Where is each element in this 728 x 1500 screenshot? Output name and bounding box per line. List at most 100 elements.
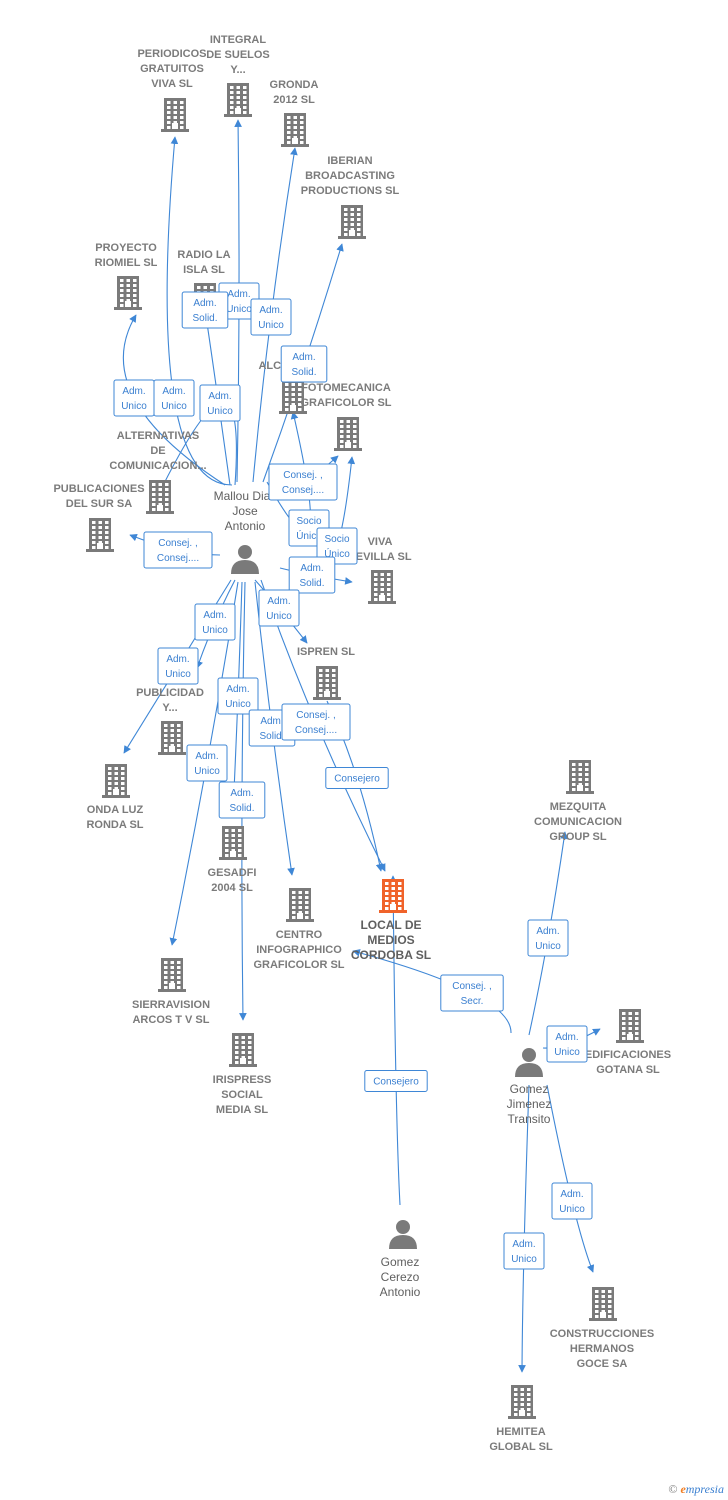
company-label[interactable]: SOCIAL <box>221 1089 263 1101</box>
building-icon[interactable] <box>616 1009 644 1043</box>
company-label[interactable]: DE <box>150 445 165 457</box>
company-label[interactable]: HEMITEA <box>496 1426 546 1438</box>
company-label[interactable]: SIERRAVISION <box>132 999 210 1011</box>
company-label[interactable]: IRISPRESS <box>213 1074 272 1086</box>
edge-label[interactable]: Adm.Unico <box>527 919 569 957</box>
building-icon[interactable] <box>102 764 130 798</box>
edge-label-box[interactable] <box>218 781 266 819</box>
company-label[interactable]: PRODUCTIONS SL <box>301 185 400 197</box>
building-icon[interactable] <box>286 888 314 922</box>
company-node-alternativas[interactable]: ALTERNATIVAS DE COMUNICACION... <box>109 430 207 514</box>
building-icon[interactable] <box>229 1033 257 1067</box>
building-icon[interactable] <box>589 1287 617 1321</box>
company-label[interactable]: Y... <box>162 702 177 714</box>
company-label[interactable]: EDIFICACIONES <box>585 1049 671 1061</box>
edge-label[interactable]: Consejero <box>364 1070 428 1092</box>
edge-label-box[interactable] <box>258 589 300 627</box>
building-icon[interactable] <box>161 98 189 132</box>
company-label[interactable]: GROUP SL <box>549 831 607 843</box>
company-label[interactable]: Y... <box>230 64 245 76</box>
edge-label[interactable]: Adm.Unico <box>157 647 199 685</box>
person-label[interactable]: Jose <box>232 504 258 518</box>
company-label[interactable]: CORDOBA SL <box>351 948 431 962</box>
company-label[interactable]: COMUNICACION... <box>109 460 206 472</box>
company-node-onda[interactable]: ONDA LUZ RONDA SL <box>86 764 144 831</box>
building-icon[interactable] <box>368 570 396 604</box>
edge-label[interactable]: Adm.Unico <box>258 589 300 627</box>
building-icon[interactable] <box>334 417 362 451</box>
edge-label-box[interactable] <box>527 919 569 957</box>
company-label[interactable]: PROYECTO <box>95 242 157 254</box>
company-label[interactable]: GRAFICOLOR SL <box>253 959 344 971</box>
edge-label[interactable]: Adm.Unico <box>113 379 155 417</box>
company-label[interactable]: RONDA SL <box>86 819 143 831</box>
company-label[interactable]: GOTANA SL <box>596 1064 660 1076</box>
edge-label[interactable]: Consej. ,Consej.... <box>143 531 213 569</box>
edge-label[interactable]: Adm.Solid. <box>288 556 336 594</box>
edge-label[interactable]: Adm.Solid. <box>280 345 328 383</box>
company-label[interactable]: MEDIOS <box>367 933 414 947</box>
company-node-publicaciones[interactable]: PUBLICACIONES DEL SUR SA <box>53 483 145 552</box>
company-label[interactable]: FOTOMECANICA <box>301 382 391 394</box>
building-icon[interactable] <box>86 518 114 552</box>
edge-label[interactable]: Adm.Unico <box>153 379 195 417</box>
person-icon[interactable] <box>389 1220 417 1249</box>
company-label[interactable]: HERMANOS <box>570 1343 634 1355</box>
edge-label[interactable]: Adm.Unico <box>503 1232 545 1270</box>
person-label[interactable]: Transito <box>508 1112 551 1126</box>
edge-label-box[interactable] <box>143 531 213 569</box>
company-label[interactable]: INFOGRAPHICO <box>256 944 342 956</box>
company-label[interactable]: PUBLICACIONES <box>53 483 144 495</box>
building-icon[interactable] <box>158 721 186 755</box>
company-node-ispren[interactable]: ISPREN SL <box>297 646 355 700</box>
company-label[interactable]: PERIODICOS <box>137 48 206 60</box>
person-label[interactable]: Cerezo <box>381 1270 420 1284</box>
building-icon[interactable] <box>224 83 252 117</box>
company-label[interactable]: DEL SUR SA <box>66 498 132 510</box>
company-label[interactable]: ALTERNATIVAS <box>117 430 200 442</box>
person-label[interactable]: Antonio <box>225 519 266 533</box>
person-icon[interactable] <box>515 1048 543 1077</box>
edge-label[interactable]: Adm.Unico <box>199 384 241 422</box>
building-icon[interactable] <box>379 879 407 913</box>
building-icon[interactable] <box>158 958 186 992</box>
person-label[interactable]: Jimenez <box>507 1097 552 1111</box>
edge-label[interactable]: Adm.Unico <box>194 603 236 641</box>
edge-label-box[interactable] <box>194 603 236 641</box>
edge-label[interactable]: Adm.Solid. <box>181 291 229 329</box>
company-label[interactable]: DE SUELOS <box>206 49 270 61</box>
edge-label-box[interactable] <box>281 703 351 741</box>
building-icon[interactable] <box>338 205 366 239</box>
edge-label-box[interactable] <box>364 1070 428 1092</box>
person-label[interactable]: Mallou Diaz <box>214 489 277 503</box>
company-label[interactable]: GRATUITOS <box>140 63 204 75</box>
edge-label-box[interactable] <box>316 527 358 565</box>
company-label[interactable]: ONDA LUZ <box>87 804 144 816</box>
company-label[interactable]: ARCOS T V SL <box>132 1014 209 1026</box>
edge-label-box[interactable] <box>440 974 504 1012</box>
company-label[interactable]: PUBLICIDAD <box>136 687 204 699</box>
edge-label[interactable]: Consej. ,Secr. <box>440 974 504 1012</box>
edge-label[interactable]: Consej. ,Consej.... <box>268 463 338 501</box>
company-label[interactable]: GRONDA <box>270 79 319 91</box>
building-icon[interactable] <box>566 760 594 794</box>
edge-label-box[interactable] <box>186 744 228 782</box>
edge-label-box[interactable] <box>199 384 241 422</box>
edge-label-box[interactable] <box>181 291 229 329</box>
company-label[interactable]: LOCAL DE <box>360 918 421 932</box>
company-label[interactable]: ISLA SL <box>183 264 225 276</box>
edge-label-box[interactable] <box>503 1232 545 1270</box>
edge-label[interactable]: Adm.Unico <box>546 1025 588 1063</box>
